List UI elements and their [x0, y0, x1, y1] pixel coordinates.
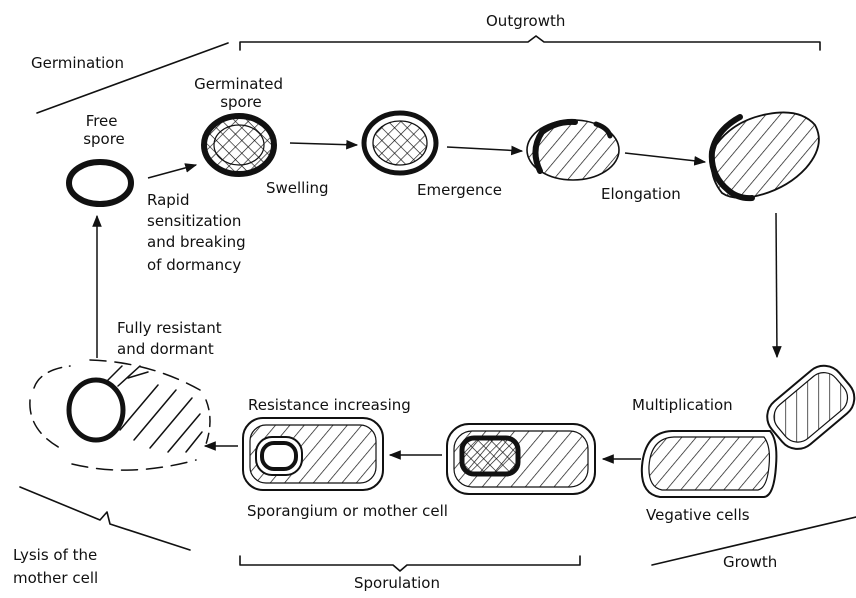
arrow-emergence-to-elongation — [625, 153, 705, 162]
label-elongation: Elongation — [601, 185, 681, 203]
label-sporangium: Sporangium or mother cell — [247, 502, 448, 520]
label-germinated-spore: Germinated spore — [194, 75, 288, 111]
arrow-free-to-germinated — [148, 165, 196, 178]
label-free-spore: Free spore — [83, 112, 125, 148]
emergence-cell — [527, 120, 619, 180]
label-outgrowth: Outgrowth — [486, 12, 565, 30]
forming-spore-cell — [447, 424, 595, 494]
label-swelling: Swelling — [266, 179, 329, 197]
elongation-cell — [712, 112, 819, 198]
free-spore-cell — [69, 162, 131, 204]
label-resistance-increasing: Resistance increasing — [248, 396, 411, 414]
outgrowth-bracket — [240, 36, 820, 50]
sporangium-cell — [243, 418, 383, 490]
arrow-germinated-to-swelling — [290, 143, 357, 145]
swelling-cell — [364, 113, 436, 173]
germinated-spore-cell — [204, 116, 274, 174]
label-growth: Growth — [723, 553, 777, 571]
label-rapid-sensitization: Rapid sensitization and breaking of dorm… — [147, 191, 250, 274]
vegetative-cell-lower — [642, 431, 777, 497]
sporulation-bracket — [240, 556, 580, 571]
label-germination: Germination — [31, 54, 124, 72]
arrow-swelling-to-emergence — [447, 147, 522, 151]
label-multiplication: Multiplication — [632, 396, 733, 414]
label-fully-resistant: Fully resistant and dormant — [117, 319, 226, 358]
label-sporulation: Sporulation — [354, 574, 440, 592]
label-emergence: Emergence — [417, 181, 502, 199]
arrow-elongation-to-multiplication — [776, 213, 777, 357]
lysis-bracket — [20, 487, 190, 550]
lysing-mother-cell — [30, 360, 210, 470]
label-vegetative-cells: Vegative cells — [646, 506, 750, 524]
label-lysis: Lysis of the mother cell — [13, 546, 102, 587]
